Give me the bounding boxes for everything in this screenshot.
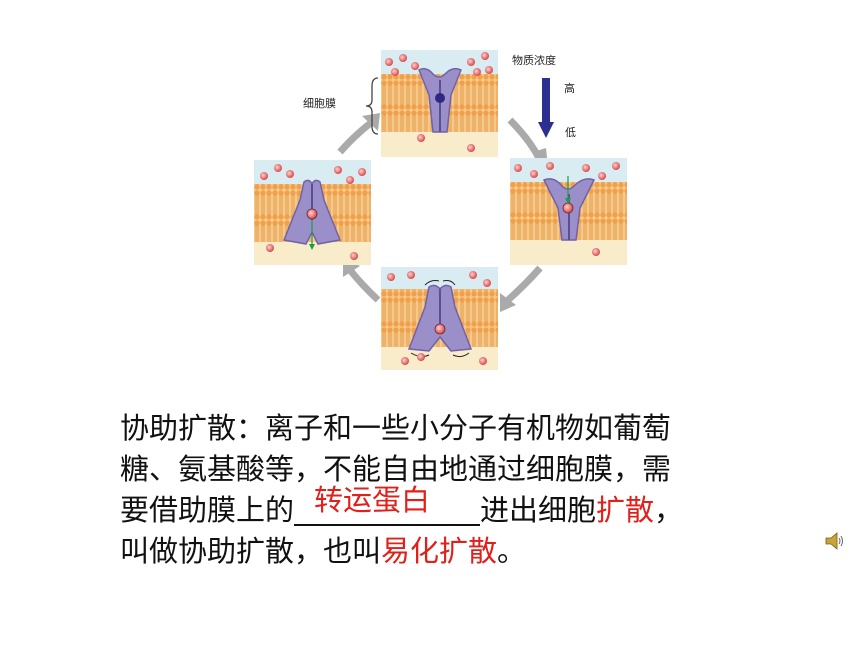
text-line-2: 糖、氨基酸等，不能自由地通过细胞膜，需 <box>120 452 672 486</box>
panel-left <box>254 160 371 265</box>
text-line-1: 协助扩散：离子和一些小分子有机物如葡萄 <box>120 411 672 445</box>
facilitated-diffusion-diagram <box>254 50 627 370</box>
membrane-bracket-icon <box>365 77 379 135</box>
text-line-4: 叫做协助扩散，也叫易化扩散。 <box>120 531 770 572</box>
concentration-label: 物质浓度 <box>512 54 556 67</box>
panel-right <box>510 158 627 265</box>
cycle-arrow <box>505 265 543 303</box>
text-line-3-pre: 要借助膜上的 <box>120 493 295 527</box>
cycle-arrow <box>337 119 375 155</box>
blank-answer: 转运蛋白 <box>314 483 431 517</box>
cycle-arrow <box>347 267 381 303</box>
membrane-label: 细胞膜 <box>303 97 336 110</box>
cycle-arrowhead <box>500 293 516 312</box>
concentration-arrow-head <box>538 122 554 138</box>
cycle-arrowhead <box>362 113 380 131</box>
panel-bottom <box>381 267 498 370</box>
text-line-4-pre: 叫做协助扩散，也叫 <box>120 534 382 568</box>
text-line-3-post: ， <box>654 493 684 527</box>
highlight-facilitated-diffusion: 易化扩散 <box>381 534 498 568</box>
text-line-3-mid: 进出细胞 <box>480 493 597 527</box>
highlight-diffusion: 扩散 <box>596 493 655 527</box>
text-line-4-post: 。 <box>497 534 527 568</box>
fill-in-blank: 转运蛋白 <box>294 483 481 526</box>
concentration-arrow-shaft <box>542 78 550 124</box>
high-label: 高 <box>564 82 575 95</box>
definition-text: 协助扩散：离子和一些小分子有机物如葡萄 糖、氨基酸等，不能自由地通过细胞膜，需 … <box>120 408 770 572</box>
text-line-3: 要借助膜上的转运蛋白 进出细胞扩散， <box>120 483 770 531</box>
speaker-icon[interactable] <box>824 530 846 552</box>
panel-top <box>381 50 498 157</box>
low-label: 低 <box>565 126 576 139</box>
